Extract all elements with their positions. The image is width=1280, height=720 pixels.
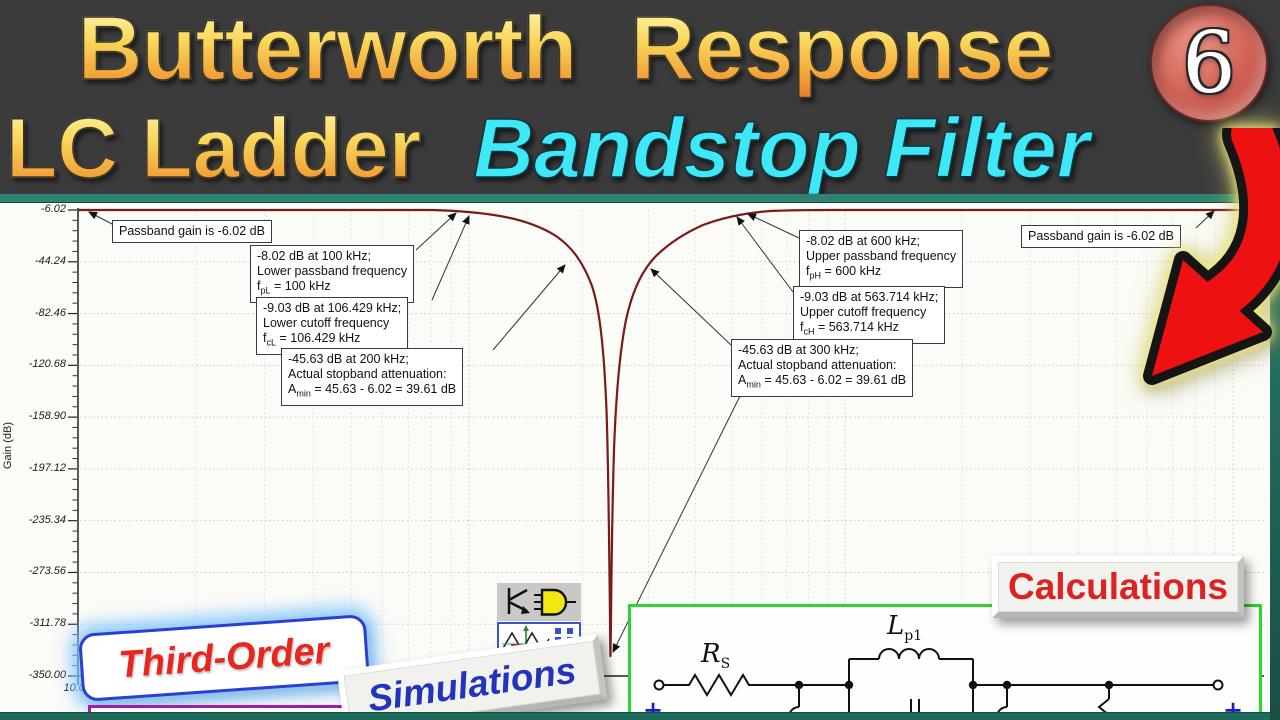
annotation-text: Upper passband frequency <box>806 249 957 263</box>
annotation-text: -45.63 dB at 300 kHz; <box>738 343 859 357</box>
annotation-text: Lower cutoff frequency <box>263 316 390 330</box>
annotation-text: Amin = 45.63 - 6.02 = 39.61 dB <box>738 373 907 390</box>
annotation-text: fpH = 600 kHz <box>806 264 882 281</box>
episode-badge: 6 <box>1150 4 1268 122</box>
component-label-lp1: Lp1 <box>887 611 923 645</box>
y-tick-label: -158.90 <box>28 410 66 422</box>
y-axis-title: Gain (dB) <box>2 422 14 470</box>
annotation-text: fcH = 563.714 kHz <box>800 320 899 337</box>
third-order-label: Third-Order <box>117 629 331 686</box>
calculations-plaque: Calculations <box>992 556 1244 618</box>
annotation-text: Upper cutoff frequency <box>800 305 927 319</box>
annotation-upper-cutoff: -9.03 dB at 563.714 kHz; Upper cutoff fr… <box>793 286 946 344</box>
annotation-text: fcL = 106.429 kHz <box>263 331 361 348</box>
y-tick-label: -350.00 <box>28 669 66 681</box>
red-curved-arrow-icon <box>1040 104 1280 403</box>
annotation-text: Passband gain is -6.02 dB <box>1028 229 1174 243</box>
y-tick-label: -6.02 <box>40 203 66 215</box>
annotation-text: Actual stopband attenuation: <box>738 358 897 372</box>
annotation-text: -45.63 dB at 200 kHz; <box>288 352 409 366</box>
annotation-text: -8.02 dB at 600 kHz; <box>806 234 920 248</box>
annotation-text: Amin = 45.63 - 6.02 = 39.61 dB <box>288 382 457 399</box>
annotation-stopband-200k: -45.63 dB at 200 kHz; Actual stopband at… <box>281 348 464 406</box>
annotation-text: -8.02 dB at 100 kHz; <box>257 249 371 263</box>
calculations-label: Calculations <box>1008 566 1228 607</box>
bandstop-circuit-drawing <box>653 648 1224 720</box>
y-tick-label: -273.56 <box>28 565 66 577</box>
episode-number: 6 <box>1182 14 1236 112</box>
y-tick-label: -120.68 <box>28 358 66 370</box>
schematic-icon <box>497 583 581 621</box>
component-label-rs: RS <box>701 639 731 673</box>
annotation-lower-passband: -8.02 dB at 100 kHz; Lower passband freq… <box>250 245 415 303</box>
y-tick-label: -82.46 <box>34 307 66 319</box>
main-title: Butterworth Response <box>0 1 1280 96</box>
top-separator-bar <box>0 194 1280 203</box>
right-frame-strip <box>1270 194 1280 720</box>
annotation-stopband-300k: -45.63 dB at 300 kHz; Actual stopband at… <box>731 339 914 397</box>
annotation-text: fpL = 100 kHz <box>257 279 331 296</box>
annotation-text: Lower passband frequency <box>257 264 408 278</box>
bottom-separator-bar <box>0 712 1280 720</box>
title-banner: Butterworth Response LC Ladder Bandstop F… <box>0 0 1280 197</box>
annotation-passband-left: Passband gain is -6.02 dB <box>112 220 272 243</box>
annotation-upper-passband: -8.02 dB at 600 kHz; Upper passband freq… <box>799 230 964 288</box>
y-tick-label: -311.78 <box>29 617 67 629</box>
subtitle-bandstop-filter: Bandstop Filter <box>473 100 1091 196</box>
y-tick-label: -197.12 <box>28 462 66 474</box>
annotation-lower-cutoff: -9.03 dB at 106.429 kHz; Lower cutoff fr… <box>256 297 409 355</box>
y-tick-label: -44.24 <box>34 255 66 267</box>
annotation-text: Passband gain is -6.02 dB <box>119 224 265 238</box>
bandstop-ladder-circuit: RS Lp1 Cp1 Ls1 Cs1 Ls2 Cs2 RL + Vin − + … <box>628 604 1262 720</box>
y-tick-label: -235.34 <box>28 514 66 526</box>
subtitle-row: LC Ladder Bandstop Filter <box>5 100 1280 197</box>
response-plot: -6.02 -44.24 -82.46 -120.68 -158.90 -197… <box>0 200 1280 720</box>
annotation-text: Actual stopband attenuation: <box>288 367 447 381</box>
subtitle-lc-ladder: LC Ladder <box>5 100 422 196</box>
bandstop-response-curve <box>78 208 1264 658</box>
annotation-text: -9.03 dB at 106.429 kHz; <box>263 301 402 315</box>
annotation-text: -9.03 dB at 563.714 kHz; <box>800 290 939 304</box>
annotation-passband-right: Passband gain is -6.02 dB <box>1021 225 1181 248</box>
